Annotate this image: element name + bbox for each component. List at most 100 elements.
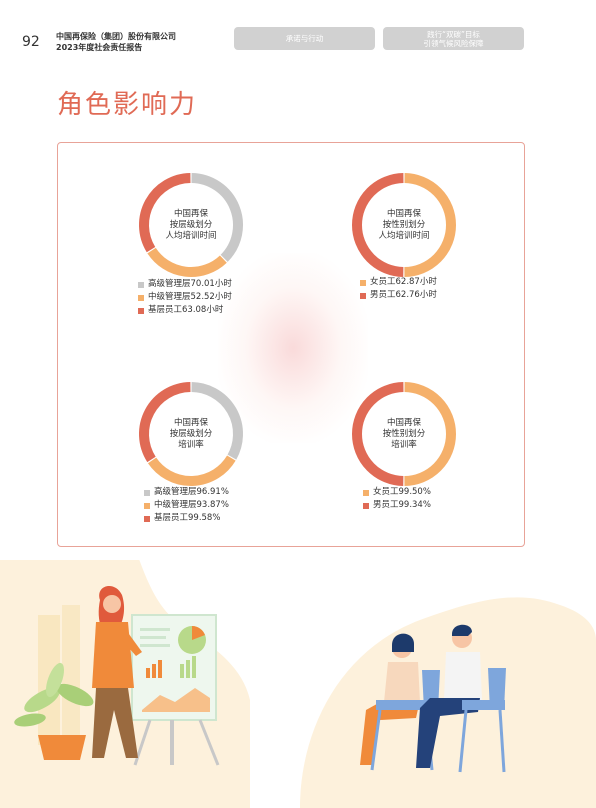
seated-man-pants [416, 698, 480, 768]
section-title: 角色影响力 [57, 90, 198, 120]
legend-gender-hours: 女员工62.87小时 男员工62.76小时 [360, 276, 437, 302]
legend-text: 女员工62.87小时 [370, 277, 437, 287]
swatch-middle [144, 502, 150, 509]
donut-segment [404, 382, 456, 486]
legend-row: 女员工99.50% [363, 486, 431, 499]
label-line: 人均培训时间 [378, 230, 430, 241]
donut-gender-hours: 中国再保 按性别划分 人均培训时间 [351, 172, 457, 278]
swatch-senior [144, 489, 150, 496]
donut-gender-rate-label: 中国再保 按性别划分 培训率 [351, 381, 457, 487]
label-line: 按性别划分 [382, 219, 426, 230]
plant-pot [38, 735, 86, 760]
donut-segment [147, 455, 236, 486]
seated-man-shirt [444, 652, 482, 700]
seated-woman-hair [392, 633, 414, 652]
donut-gender-rate-svg [352, 382, 456, 486]
legend-gender-rate: 女员工99.50% 男员工99.34% [363, 486, 431, 512]
training-stats-panel: 中国再保 按层级划分 人均培训时间 高级管理层70.01小时 中级管理层52.5… [57, 142, 525, 547]
board-leg [198, 719, 220, 766]
donut-segment [139, 382, 191, 463]
seated-man-hair [452, 624, 472, 636]
board-line [140, 636, 166, 639]
tab-dual-carbon-label-2: 引领气候风险保障 [423, 38, 484, 48]
donut-segment [191, 173, 243, 262]
legend-level-hours: 高级管理层70.01小时 中级管理层52.52小时 基层员工63.08小时 [138, 278, 232, 317]
label-line: 中国再保 [386, 208, 421, 219]
company-header: 中国再保险（集团）股份有限公司 2023年度社会责任报告 [56, 31, 176, 53]
leaf [56, 683, 94, 707]
board-bar [192, 656, 196, 678]
legend-row: 女员工62.87小时 [360, 276, 437, 289]
woman-pants [92, 688, 138, 758]
swatch-middle [138, 294, 144, 301]
board-area [142, 688, 210, 712]
swatch-grassroots [138, 307, 144, 314]
legend-row: 中级管理层52.52小时 [138, 291, 232, 304]
legend-row: 基层员工99.58% [144, 512, 229, 525]
board-bar [152, 664, 156, 678]
label-line: 培训率 [178, 439, 204, 450]
swatch-senior [138, 281, 144, 288]
label-line: 中国再保 [173, 208, 208, 219]
donut-segment [147, 247, 227, 277]
donut-segment [352, 173, 404, 277]
seated-woman-pants [360, 700, 420, 765]
legend-text: 基层员工99.58% [154, 513, 221, 523]
legend-row: 男员工99.34% [363, 499, 431, 512]
donut-gender-hours-svg [352, 173, 456, 277]
building [62, 605, 80, 745]
legend-row: 男员工62.76小时 [360, 289, 437, 302]
swatch-male [363, 502, 369, 509]
donut-gender-hours-label: 中国再保 按性别划分 人均培训时间 [351, 172, 457, 278]
leaf [14, 713, 46, 727]
donut-level-rate-label: 中国再保 按层级划分 培训率 [138, 381, 244, 487]
board-pie-slice [192, 626, 205, 640]
legend-row: 高级管理层70.01小时 [138, 278, 232, 291]
donut-level-hours: 中国再保 按层级划分 人均培训时间 [138, 172, 244, 278]
label-line: 中国再保 [173, 417, 208, 428]
swatch-female [360, 279, 366, 286]
board-bar [146, 668, 150, 678]
legend-text: 男员工62.76小时 [370, 290, 437, 300]
chair-leg [370, 709, 382, 771]
swatch-female [363, 489, 369, 496]
legend-text: 男员工99.34% [373, 500, 431, 510]
chair-leg [458, 709, 468, 773]
donut-gender-rate: 中国再保 按性别划分 培训率 [351, 381, 457, 487]
donut-level-hours-label: 中国再保 按层级划分 人均培训时间 [138, 172, 244, 278]
chair-back [488, 668, 506, 710]
swatch-grassroots [144, 515, 150, 522]
woman-jacket [92, 622, 134, 688]
center-glow [218, 253, 368, 443]
woman-head [103, 595, 121, 613]
board-line [140, 628, 170, 631]
chair-seat [376, 700, 430, 710]
tab-dual-carbon-label-1: 践行“双碳”目标 [427, 29, 480, 39]
donut-segment [191, 382, 243, 460]
legend-row: 基层员工63.08小时 [138, 304, 232, 317]
legend-text: 女员工99.50% [373, 487, 431, 497]
legend-row: 高级管理层96.91% [144, 486, 229, 499]
tab-commitment-action-label: 承诺与行动 [285, 34, 324, 43]
label-line: 按层级划分 [169, 428, 213, 439]
report-name: 2023年度社会责任报告 [56, 43, 143, 52]
legend-text: 高级管理层70.01小时 [148, 279, 232, 289]
donut-level-rate: 中国再保 按层级划分 培训率 [138, 381, 244, 487]
legend-text: 基层员工63.08小时 [148, 305, 224, 315]
company-name: 中国再保险（集团）股份有限公司 [56, 32, 176, 41]
donut-segment [352, 382, 404, 486]
label-line: 按性别划分 [382, 428, 426, 439]
board-line [140, 644, 170, 647]
board-bar [180, 664, 184, 678]
donut-level-hours-svg [139, 173, 243, 277]
label-line: 人均培训时间 [165, 230, 217, 241]
label-line: 中国再保 [386, 417, 421, 428]
tab-dual-carbon[interactable]: 践行“双碳”目标 引领气候风险保障 [383, 27, 524, 50]
board-bar [186, 660, 190, 678]
woman-arm [122, 630, 142, 656]
tab-commitment-action[interactable]: 承诺与行动 [234, 27, 375, 50]
legend-row: 中级管理层93.87% [144, 499, 229, 512]
legend-text: 中级管理层52.52小时 [148, 292, 232, 302]
seated-woman-top [384, 662, 420, 702]
legend-text: 高级管理层96.91% [154, 487, 229, 497]
